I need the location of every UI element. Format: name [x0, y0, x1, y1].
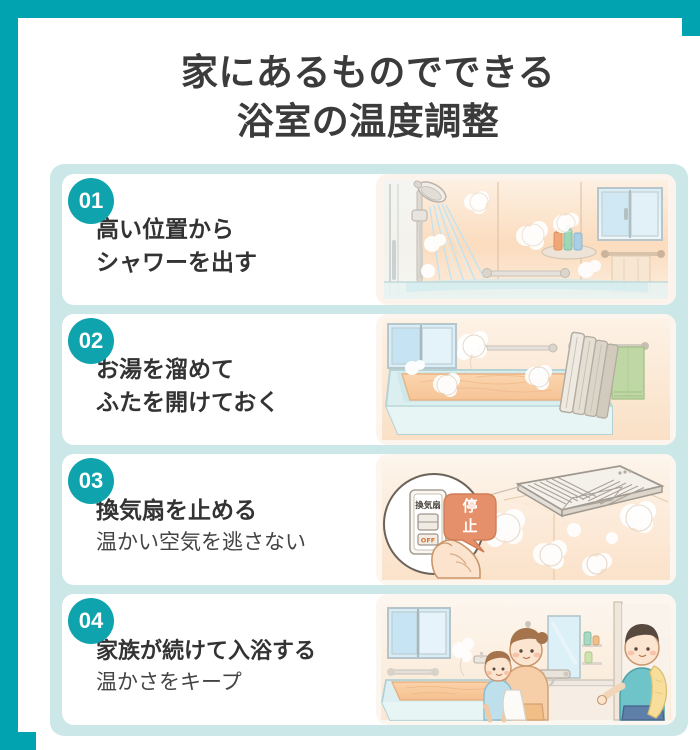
items-list: 01 高い位置から シャワーを出す — [62, 174, 676, 725]
list-item-title-line-1: 高い位置から — [96, 215, 234, 242]
page-title: 家にあるものでできる 浴室の温度調整 — [36, 48, 700, 146]
step-number-badge: 03 — [68, 458, 114, 504]
page-title-line-1: 家にあるものでできる — [180, 52, 556, 93]
list-item-title-line-1: 家族が続けて入浴する — [96, 637, 317, 663]
list-item[interactable]: 02 お湯を溜めて ふたを開けておく — [62, 314, 676, 445]
list-item-subtitle: 温かい空気を逃さない — [96, 530, 306, 554]
step-number-badge: 01 — [68, 178, 114, 224]
list-item-subtitle: 温かさをキープ — [96, 670, 242, 694]
list-item-title-line-1: 換気扇を止める — [96, 496, 257, 523]
illustration-family-bathing — [376, 594, 676, 725]
list-item-title-line-2: ふたを開けておく — [96, 388, 280, 415]
list-item[interactable]: 03 換気扇を止める 温かい空気を逃さない — [62, 454, 676, 585]
list-item-text: お湯を溜めて ふたを開けておく — [62, 314, 380, 445]
list-item-text: 高い位置から シャワーを出す — [62, 174, 380, 305]
illustration-ceiling-vent-fan: 換気扇 OFF — [376, 454, 676, 585]
illustration-bathtub-open-lid — [376, 314, 676, 445]
list-item-text: 換気扇を止める 温かい空気を逃さない — [62, 454, 380, 585]
list-item-text: 家族が続けて入浴する 温かさをキープ — [62, 594, 380, 725]
list-item[interactable]: 01 高い位置から シャワーを出す — [62, 174, 676, 305]
list-item-title-line-2: シャワーを出す — [96, 248, 257, 275]
illustration-bathroom-shower — [376, 174, 676, 305]
svg-text:OFF: OFF — [421, 537, 435, 545]
svg-text:換気扇: 換気扇 — [415, 500, 441, 511]
content-area: 家にあるものでできる 浴室の温度調整 01 高い位置から シャワーを出す — [36, 36, 700, 750]
list-item[interactable]: 04 家族が続けて入浴する 温かさをキープ — [62, 594, 676, 725]
list-item-title-line-1: お湯を溜めて — [96, 355, 234, 382]
step-number-badge: 04 — [68, 598, 114, 644]
page-title-line-2: 浴室の温度調整 — [236, 101, 500, 142]
svg-text:止: 止 — [462, 517, 477, 535]
svg-text:停: 停 — [462, 497, 477, 515]
step-number-badge: 02 — [68, 318, 114, 364]
